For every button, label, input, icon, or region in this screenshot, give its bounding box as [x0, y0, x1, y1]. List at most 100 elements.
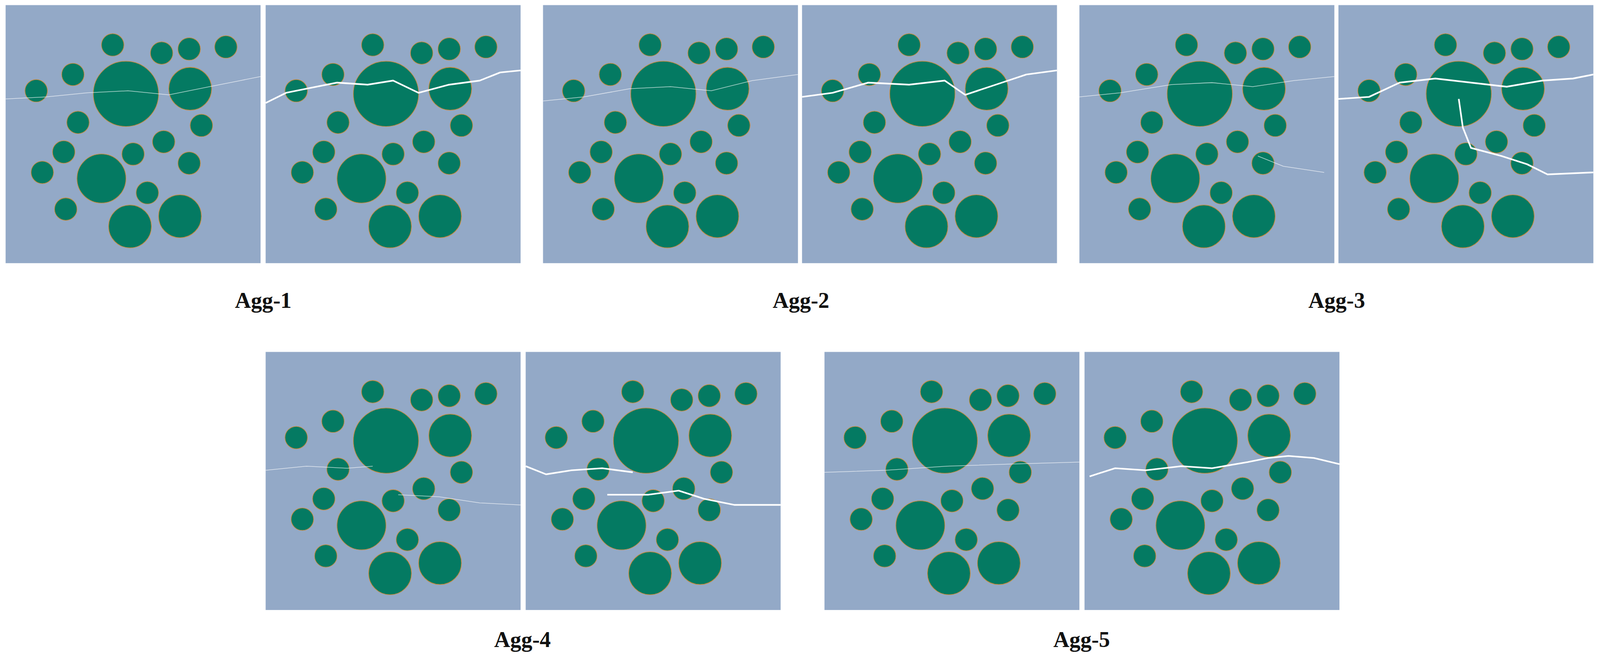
- aggregate-circle: [1363, 161, 1387, 184]
- aggregate-circle: [873, 544, 896, 568]
- aggregate-circle: [710, 460, 734, 484]
- aggregate-circle: [108, 205, 152, 249]
- aggregate-circle: [843, 426, 867, 449]
- aggregate-circle: [574, 544, 598, 568]
- aggregate-circle: [912, 407, 978, 474]
- aggregate-circle: [659, 142, 682, 166]
- aggregate-circle: [337, 154, 387, 204]
- matrix-ground: [1084, 351, 1340, 610]
- aggregate-circle: [450, 460, 473, 484]
- aggregate-circle: [1522, 114, 1546, 137]
- aggregate-circle: [437, 384, 461, 407]
- aggregate-circle: [396, 528, 420, 551]
- specimen-panel: [1079, 5, 1335, 264]
- aggregate-circle: [418, 194, 462, 238]
- aggregate-circle: [1242, 67, 1286, 111]
- specimen-label: Agg-3: [1308, 287, 1366, 314]
- aggregate-circle: [177, 37, 201, 61]
- aggregate-circle: [101, 33, 125, 57]
- aggregate-circle: [314, 197, 338, 221]
- aggregate-circle: [1128, 197, 1152, 221]
- matrix-ground: [265, 351, 521, 610]
- aggregate-circle: [850, 507, 873, 531]
- aggregate-circle: [621, 380, 644, 404]
- aggregate-circle: [880, 409, 904, 433]
- aggregate-circle: [361, 33, 385, 57]
- aggregate-circle: [418, 541, 462, 585]
- specimen-panel: [265, 351, 521, 610]
- aggregate-circle: [1010, 35, 1034, 59]
- crack-line: [1089, 455, 1340, 476]
- aggregate-circle: [1232, 194, 1276, 238]
- aggregate-circle: [1126, 140, 1150, 164]
- aggregate-circle: [851, 197, 874, 221]
- aggregate-circle: [1140, 409, 1164, 433]
- aggregate-circle: [638, 33, 662, 57]
- aggregate-circle: [1200, 489, 1224, 512]
- aggregate-circle: [150, 41, 173, 65]
- aggregate-circle: [368, 205, 412, 249]
- aggregate-circle: [965, 67, 1009, 111]
- matrix-ground: [1079, 5, 1335, 264]
- aggregate-circle: [450, 114, 473, 137]
- aggregate-circle: [1251, 151, 1275, 175]
- aggregate-circle: [1104, 161, 1128, 184]
- aggregate-circle: [381, 489, 405, 512]
- aggregate-circle: [1426, 61, 1492, 127]
- aggregate-circle: [1167, 61, 1233, 127]
- specimen-panel: [542, 5, 798, 264]
- aggregate-circle: [955, 194, 998, 238]
- aggregate-circle: [689, 130, 713, 154]
- matrix-ground: [542, 5, 798, 264]
- aggregate-circle: [1215, 528, 1238, 551]
- aggregate-circle: [1247, 414, 1291, 458]
- aggregate-circle: [1293, 382, 1317, 406]
- aggregate-circle: [1140, 111, 1164, 134]
- aggregate-circle: [687, 41, 711, 65]
- aggregate-circle: [474, 382, 498, 406]
- aggregate-circle: [410, 41, 433, 65]
- aggregate-circle: [337, 500, 387, 551]
- aggregate-circle: [946, 41, 970, 65]
- crack-line: [542, 74, 798, 102]
- specimen-label: Agg-1: [235, 287, 292, 314]
- aggregate-circle: [969, 388, 992, 412]
- aggregate-circle: [1226, 130, 1249, 154]
- aggregate-circle: [474, 35, 498, 59]
- aggregate-circle: [312, 487, 336, 511]
- aggregate-circle: [678, 541, 722, 585]
- aggregate-circle: [572, 487, 596, 511]
- aggregate-circle: [1510, 37, 1534, 61]
- aggregate-circle: [996, 384, 1020, 407]
- crack-line: [1079, 76, 1335, 97]
- aggregate-circle: [673, 181, 696, 205]
- aggregate-circle: [77, 154, 127, 204]
- crack-line: [398, 494, 521, 505]
- aggregate-circle: [1229, 388, 1252, 412]
- aggregate-circle: [918, 142, 942, 166]
- aggregate-circle: [1135, 63, 1159, 86]
- aggregate-circle: [1434, 33, 1457, 57]
- aggregate-circle: [568, 161, 591, 184]
- aggregate-circle: [121, 142, 145, 166]
- aggregate-circle: [1187, 551, 1231, 595]
- aggregate-circle: [655, 528, 679, 551]
- aggregate-circle: [670, 388, 694, 412]
- aggregate-circle: [904, 205, 948, 249]
- aggregate-circle: [437, 498, 461, 522]
- crack-line: [824, 461, 1080, 473]
- aggregate-circle: [1357, 79, 1381, 103]
- aggregate-circle: [353, 61, 420, 127]
- aggregate-circle: [152, 130, 176, 154]
- matrix-ground: [265, 5, 521, 264]
- aggregate-circle: [312, 140, 336, 164]
- aggregate-circle: [630, 61, 697, 127]
- aggregate-circle: [437, 151, 461, 175]
- aggregate-circle: [327, 111, 350, 134]
- aggregate-circle: [1033, 382, 1057, 406]
- aggregate-circle: [1441, 205, 1485, 249]
- aggregate-circle: [977, 541, 1021, 585]
- specimen-label: Agg-5: [1053, 626, 1111, 653]
- aggregate-circle: [591, 197, 615, 221]
- aggregate-circle: [177, 151, 201, 175]
